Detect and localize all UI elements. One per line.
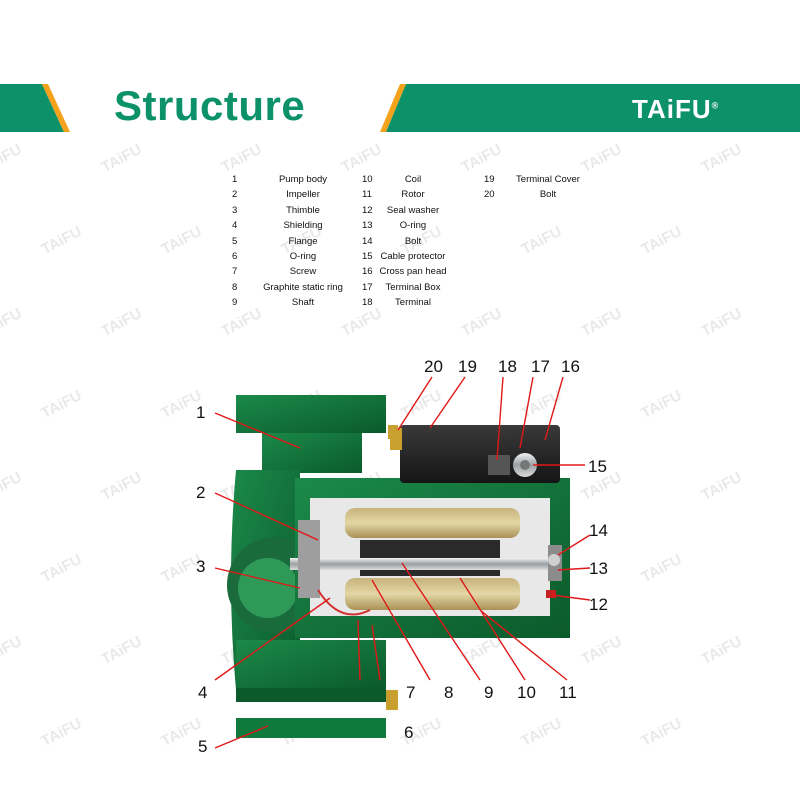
legend-part-name: Flange — [288, 235, 318, 247]
legend-number: 13 — [362, 220, 373, 232]
callout-16: 16 — [561, 357, 580, 376]
legend-part-name: Shaft — [291, 297, 315, 309]
legend-number: 9 — [232, 297, 238, 309]
callout-10: 10 — [517, 683, 536, 702]
callout-12: 12 — [589, 595, 608, 614]
callout-3: 3 — [196, 557, 205, 576]
legend-part-name: Terminal Box — [385, 281, 441, 293]
legend-number: 15 — [362, 251, 373, 262]
legend-part-name: Rotor — [401, 189, 425, 201]
legend-number: 16 — [362, 266, 373, 278]
legend-part-name: Screw — [289, 266, 317, 278]
legend-number: 17 — [362, 281, 373, 293]
legend-number: 6 — [232, 251, 238, 262]
callout-numbers: 1 2 3 4 5 6 7 8 9 10 11 12 13 14 15 16 1… — [196, 357, 608, 756]
banner-left-green — [0, 84, 64, 132]
flange-bolt-shape — [386, 690, 398, 710]
legend-number: 2 — [232, 189, 238, 201]
brand-logo: TAiFU® — [632, 94, 719, 125]
legend-part-name: Cable protector — [380, 251, 446, 262]
banner-left-orange — [42, 84, 70, 132]
legend-part-name: O-ring — [289, 251, 317, 262]
callout-13: 13 — [589, 559, 608, 578]
callout-15: 15 — [588, 457, 607, 476]
legend-number: 19 — [484, 174, 495, 185]
legend-part-name: Graphite static ring — [263, 281, 343, 293]
callout-8: 8 — [444, 683, 453, 702]
top-flange-bolt-shape — [388, 425, 398, 439]
legend-part-name: Cross pan head — [379, 266, 447, 278]
legend-number: 12 — [362, 204, 373, 216]
legend-part-name: Impeller — [286, 189, 320, 201]
legend-number: 10 — [362, 174, 373, 185]
legend-part-name: Seal washer — [386, 204, 440, 216]
legend-number: 3 — [232, 204, 238, 216]
leader-lines — [214, 376, 591, 749]
callout-20: 20 — [424, 357, 443, 376]
callout-14: 14 — [589, 521, 608, 540]
legend-part-name: Coil — [404, 174, 422, 185]
callout-4: 4 — [198, 683, 207, 702]
pump-body-shape — [227, 395, 386, 702]
legend-number: 20 — [484, 189, 495, 201]
legend-number: 14 — [362, 235, 373, 247]
callout-11: 11 — [559, 683, 577, 702]
motor-housing-shape — [290, 478, 570, 638]
banner-right-orange — [380, 84, 406, 132]
legend-number: 8 — [232, 281, 238, 293]
callout-18: 18 — [498, 357, 517, 376]
callout-9: 9 — [484, 683, 493, 702]
legend-part-name: Bolt — [404, 235, 422, 247]
bottom-flange-shape — [236, 718, 386, 738]
registered-mark: ® — [711, 100, 720, 111]
legend-number: 4 — [232, 220, 238, 232]
terminal-box-shape — [390, 425, 560, 483]
legend-number: 5 — [232, 235, 238, 247]
legend-part-name: Terminal — [395, 297, 431, 309]
legend-number: 18 — [362, 297, 373, 309]
logo-text: TAiFU — [632, 94, 712, 124]
legend-part-name: Thimble — [286, 204, 320, 216]
callout-2: 2 — [196, 483, 205, 502]
legend-number: 11 — [362, 189, 372, 201]
callout-17: 17 — [531, 357, 550, 376]
callout-19: 19 — [458, 357, 477, 376]
callout-5: 5 — [198, 737, 207, 756]
legend-number: 7 — [232, 266, 238, 278]
legend-number: 1 — [232, 174, 238, 185]
legend-part-name: Shielding — [283, 220, 323, 232]
parts-legend: 1 Pump body 2 Impeller 3 Thimble 4 Shielding 5 Fl… — [0, 0, 800, 320]
legend-part-name: Bolt — [539, 189, 557, 201]
callout-6: 6 — [404, 723, 413, 742]
banner-right-green — [386, 84, 800, 132]
legend-part-name: O-ring — [399, 220, 427, 232]
legend-part-name: Pump body — [278, 174, 328, 185]
legend-part-name: Terminal Cover — [516, 174, 580, 185]
callout-1: 1 — [196, 403, 205, 422]
header-banner — [0, 84, 800, 132]
callout-7: 7 — [406, 683, 415, 702]
page-title: Structure — [114, 82, 306, 129]
